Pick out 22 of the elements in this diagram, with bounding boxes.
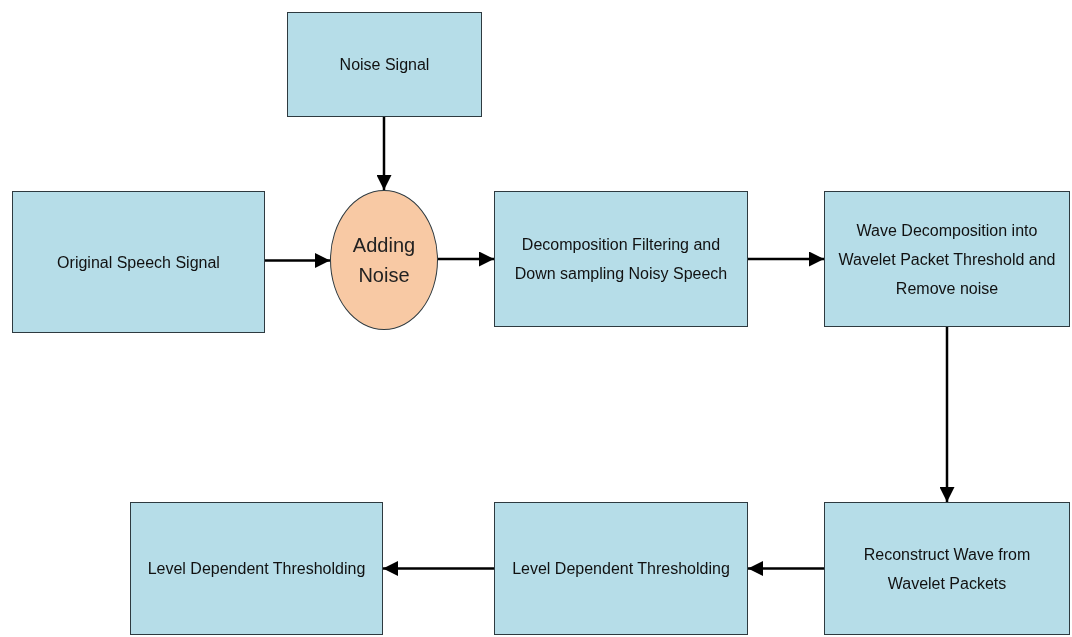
- arrow: [939, 327, 955, 502]
- node-label: Wave Decomposition into Wavelet Packet Threshold and Remove noise: [837, 220, 1057, 299]
- arrow: [383, 561, 494, 576]
- node-label: Adding Noise: [351, 233, 417, 288]
- process-box: [287, 12, 482, 117]
- node-label: Reconstruct Wave from Wavelet Packets: [862, 544, 1032, 594]
- process-box: [130, 502, 383, 635]
- node-label: Level Dependent Thresholding: [512, 559, 730, 579]
- process-box: [824, 502, 1070, 635]
- process-box: [494, 191, 748, 327]
- node-label: Noise Signal: [339, 55, 430, 75]
- arrow: [376, 117, 392, 190]
- node-label: Decomposition Filtering and Down sampling Noisy Speech: [513, 235, 729, 284]
- node-label: Level Dependent Thresholding: [147, 559, 366, 579]
- arrow: [265, 253, 330, 268]
- arrow: [438, 251, 494, 267]
- arrow: [748, 561, 824, 576]
- process-box: [824, 191, 1070, 327]
- process-box: [494, 502, 748, 635]
- arrow: [748, 251, 824, 267]
- node-label: Original Speech Signal: [57, 252, 220, 273]
- process-box: [12, 191, 265, 333]
